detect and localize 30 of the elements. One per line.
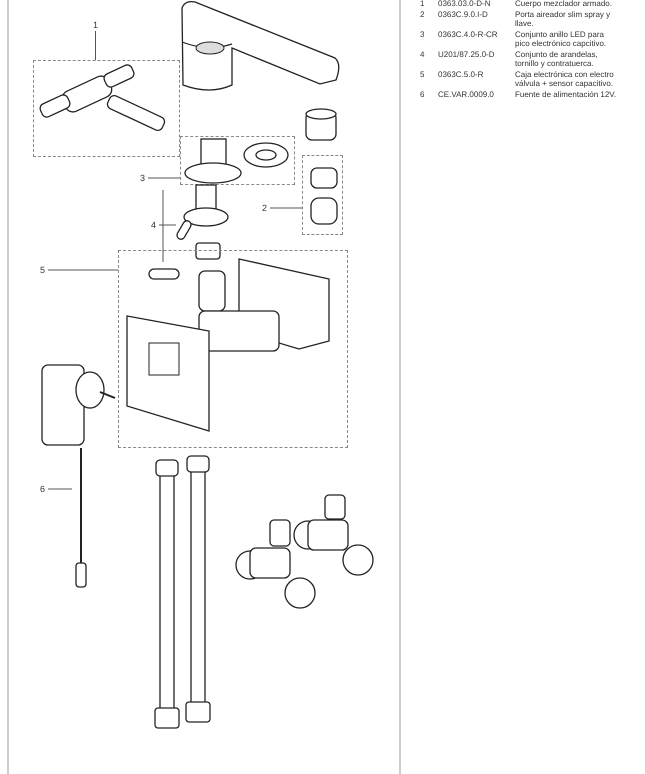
- callout-number: 5: [40, 265, 46, 275]
- leader-line: [158, 224, 176, 226]
- part-description: Fuente de alimentación 12V.: [515, 90, 618, 99]
- part-code: CE.VAR.0009.0: [438, 90, 495, 99]
- leader-line: [48, 488, 72, 490]
- callout-number: 6: [40, 484, 46, 494]
- item-number: 5: [420, 70, 426, 79]
- callout-number: 2: [262, 203, 268, 213]
- part-description: Porta aireador slim spray y llave.: [515, 10, 612, 28]
- part-code: 0363C.5.0-R: [438, 70, 484, 79]
- part-description: Caja electrónica con electro válvula + sensor capacitivo.: [515, 70, 615, 88]
- item-number: 1: [420, 0, 426, 8]
- part-description: Conjunto de arandelas, tornillo y contratuerca.: [515, 50, 599, 68]
- part-description: Conjunto anillo LED para pico electrónico capcitivo.: [515, 30, 608, 48]
- item-number: 6: [420, 90, 426, 99]
- part-group: [118, 250, 348, 448]
- leader-line: [95, 30, 96, 60]
- part-group: [302, 155, 343, 235]
- part-code: 0363C.4.0-R-CR: [438, 30, 499, 39]
- part-description: Cuerpo mezclador armado.: [515, 0, 613, 8]
- part-code: U201/87.25.0-D: [438, 50, 496, 59]
- part-code: 0363C.9.0.I-D: [438, 10, 489, 19]
- callout-number: 4: [151, 220, 156, 230]
- callout-number: 3: [140, 173, 146, 183]
- item-number: 4: [420, 50, 426, 59]
- part-group: [33, 60, 180, 157]
- part-code: 0363.03.0-D-N: [438, 0, 492, 8]
- item-number: 2: [420, 10, 426, 19]
- item-number: 3: [420, 30, 426, 39]
- callout-number: 1: [93, 20, 98, 30]
